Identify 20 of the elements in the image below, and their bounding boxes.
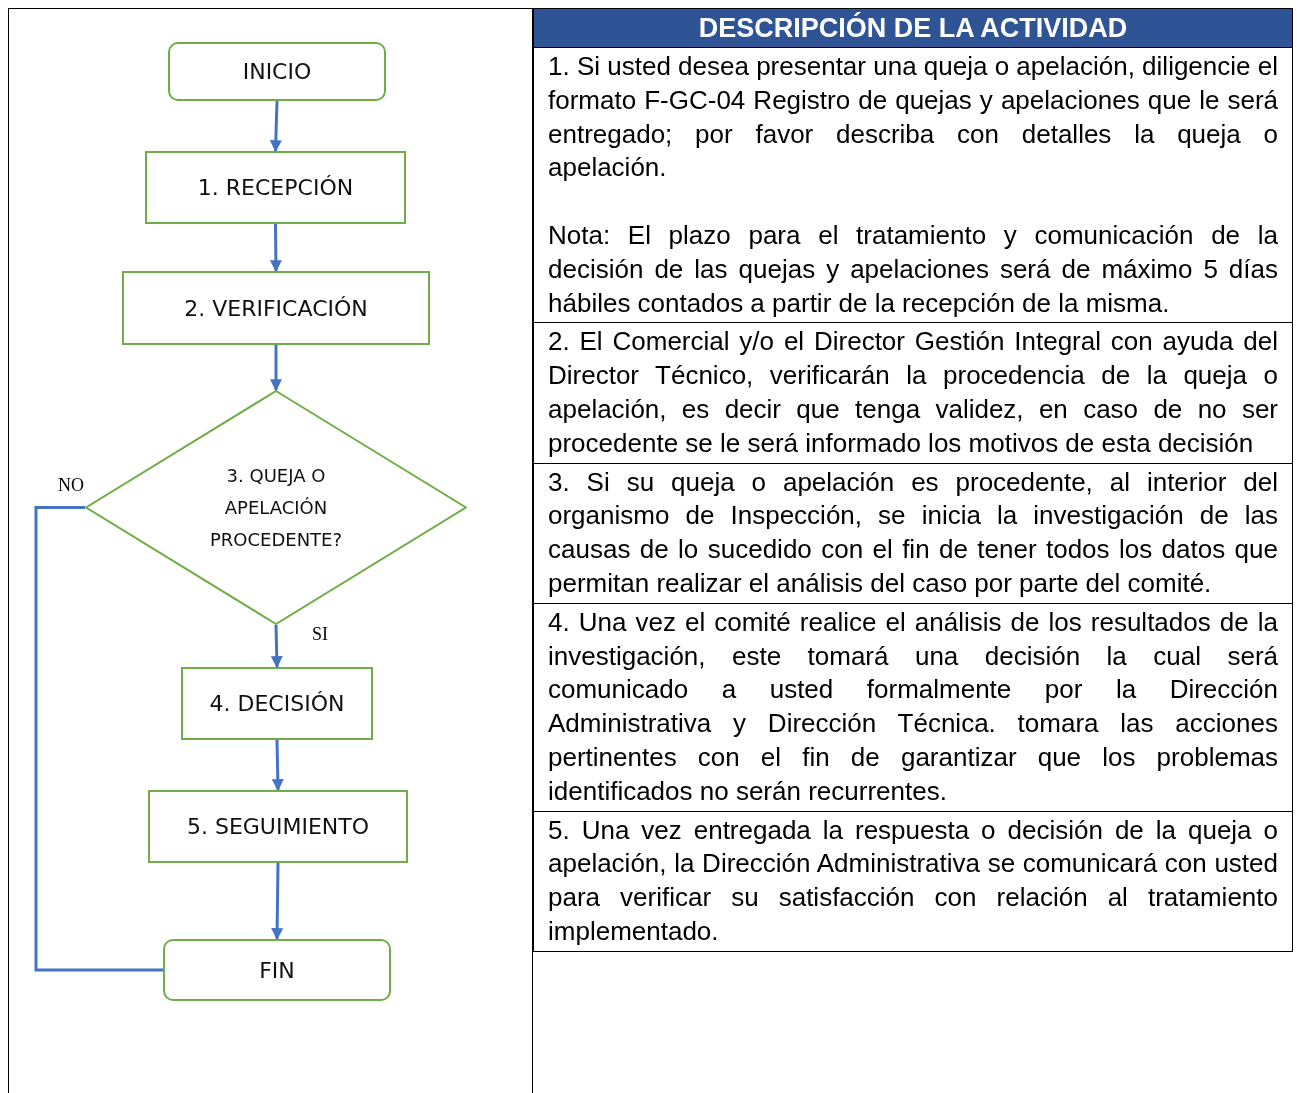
note-text: Nota: El plazo para el tratamiento y comunicación de la decisión de las quejas y apelaciones será de máximo 5 días hábiles contados a partir de la recepción de la misma.	[548, 219, 1278, 320]
process-box: 4. DECISIÓN	[181, 667, 373, 740]
step-description: 1. Si usted desea presentar una queja o apelación, diligencie el formato F-GC-04 Registro de quejas y apelaciones que le será entregado; por favor describa con detalles la queja o apelación.	[548, 50, 1278, 185]
arrow	[269, 100, 282, 153]
start-end-box: INICIO	[168, 42, 386, 101]
arrow	[271, 739, 284, 792]
step-description: 3. Si su queja o apelación es procedente, al interior del organismo de Inspección, se inicia la investigación de las causas de lo sucedido con el fin de tener todos los datos que permitan realizar el análisis del caso por parte del comité.	[548, 465, 1278, 600]
step-description: 2. El Comercial y/o el Director Gestión Integral con ayuda del Director Técnico, verificarán la procedencia de la queja o apelación, es decir que tenga validez, en caso de no ser procedente se le será informado los motivos de esta decisión	[548, 325, 1278, 460]
decision-diamond: 3. QUEJA O APELACIÓN PROCEDENTE?	[85, 390, 467, 625]
arrow	[271, 862, 284, 941]
process-box: 2. VERIFICACIÓN	[122, 271, 430, 345]
step-description: 4. Una vez el comité realice el análisis de los resultados de la investigación, este tomará una decisión la cual será comunicado a usted formalmente por la Dirección Administrativa y Dirección Técnica. tomara las acciones pertinentes con el fin de garantizar que los problemas identificados no serán recurrentes.	[548, 605, 1278, 808]
process-box: 5. SEGUIMIENTO	[148, 790, 408, 863]
arrow	[269, 224, 282, 273]
arrow	[270, 624, 283, 669]
process-box: 1. RECEPCIÓN	[145, 151, 406, 224]
table-header: DESCRIPCIÓN DE LA ACTIVIDAD	[534, 9, 1292, 48]
arrow	[270, 345, 282, 392]
step-description: 5. Una vez entregada la respuesta o decisión de la queja o apelación, la Dirección Administrativa se comunicará con usted para verificar su satisfacción con relación al tratamiento implementado.	[548, 813, 1278, 948]
start-end-box: FIN	[163, 939, 391, 1001]
